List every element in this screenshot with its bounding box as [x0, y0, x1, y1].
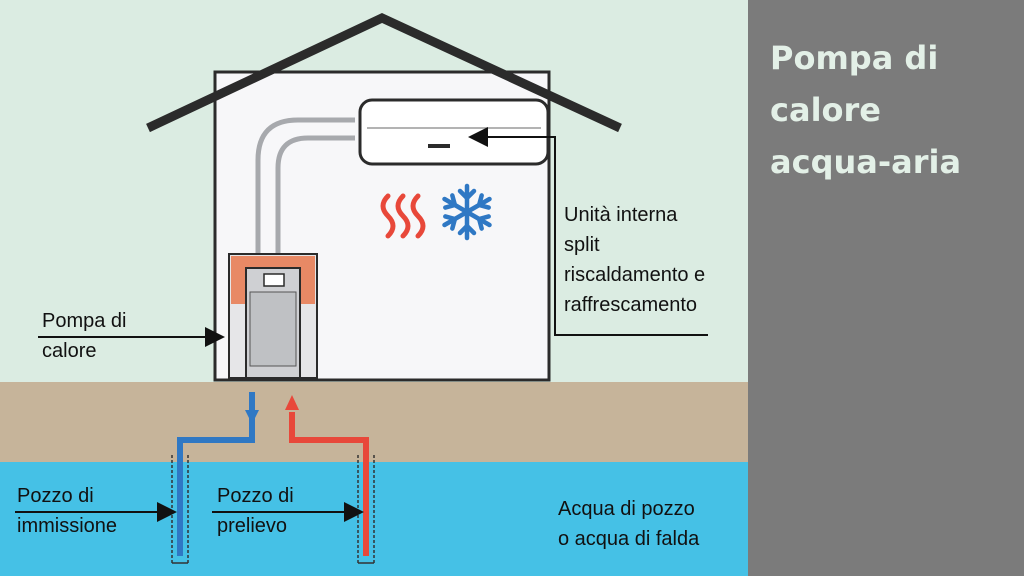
snowflake-icon [442, 183, 492, 241]
ground-layer [0, 382, 748, 462]
indoor-split-unit [358, 98, 550, 166]
groundwater-label: Acqua di pozzo o acqua di falda [558, 498, 700, 550]
refrigerant-pipe-inner [275, 135, 355, 255]
heat-pump-label: Pompa di calore [42, 310, 127, 362]
indoor-unit-leader [468, 127, 708, 336]
extraction-well [357, 455, 375, 564]
heat-pump-diagram [0, 0, 748, 576]
heat-waves-icon [380, 193, 426, 239]
injection-flow-arrow [245, 410, 259, 424]
house-roof [146, 13, 622, 133]
refrigerant-pipe-outer [255, 117, 355, 255]
heat-pump-unit [228, 253, 318, 379]
extraction-flow-arrow [285, 395, 299, 410]
indoor-unit-label: Unità interna split riscaldamento e raff… [564, 204, 706, 316]
page-title: Pompa di calore acqua-aria [770, 39, 962, 181]
injection-well [171, 455, 189, 564]
extraction-pipe [289, 412, 369, 556]
extraction-well-label: Pozzo di prelievo [217, 485, 294, 537]
injection-well-label: Pozzo di immissione [17, 485, 118, 537]
title-panel [748, 0, 1024, 576]
